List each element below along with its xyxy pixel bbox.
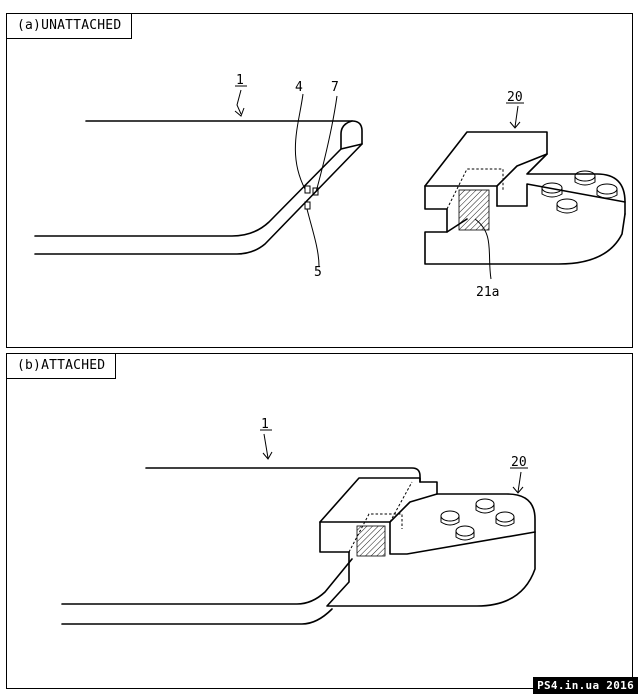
- contact-pads: [458, 189, 490, 231]
- watermark: PS4.in.ua 2016: [533, 677, 638, 694]
- ref-terminal-5: 5: [314, 265, 322, 280]
- ref-connector: 20: [507, 90, 523, 105]
- leader-4: [294, 93, 306, 190]
- leader-device-attached: [263, 433, 269, 459]
- device-plate: [34, 120, 363, 255]
- panel-label-attached: (b)ATTACHED: [6, 353, 117, 379]
- ref-terminal-4: 4: [295, 80, 303, 95]
- leader-5: [306, 208, 320, 267]
- panel-unattached: (a)UNATTACHED: [6, 13, 633, 348]
- hidden-cavity: [446, 168, 504, 210]
- ref-connector-attached: 20: [511, 455, 527, 470]
- contact-pads-attached: [356, 525, 386, 557]
- leader-arrowhead-device: [234, 107, 245, 117]
- figure-unattached: 1 4 7 5 20 21a: [34, 73, 626, 300]
- terminal-square-top: [304, 185, 311, 194]
- leader-arrowhead-connector: [509, 121, 521, 129]
- leader-21a: [474, 218, 492, 280]
- figure-attached: 1 20: [61, 417, 536, 625]
- panel-label-unattached: (a)UNATTACHED: [6, 13, 133, 39]
- ref-device: 1: [236, 73, 244, 88]
- device-plate-attached: [61, 467, 421, 625]
- ref-contacts: 21a: [476, 285, 499, 300]
- bumps-attached: [440, 498, 515, 541]
- hidden-edge-attached: [389, 481, 413, 523]
- terminal-square-right: [312, 187, 319, 196]
- ref-device-attached: 1: [261, 417, 269, 432]
- connector-unattached: [424, 131, 626, 265]
- ref-terminal-7: 7: [331, 80, 339, 95]
- bumps: [541, 170, 618, 214]
- leader-device: [236, 89, 242, 115]
- panel-attached: (b)ATTACHED: [6, 353, 633, 689]
- leader-7: [315, 95, 338, 193]
- leader-arrowhead-device-attached: [262, 451, 273, 460]
- hidden-cavity-attached: [348, 513, 403, 553]
- leader-arrowhead-connector-attached: [512, 486, 524, 494]
- connector-attached: [319, 477, 536, 607]
- leader-connector-attached: [517, 471, 522, 493]
- leader-connector: [514, 105, 519, 128]
